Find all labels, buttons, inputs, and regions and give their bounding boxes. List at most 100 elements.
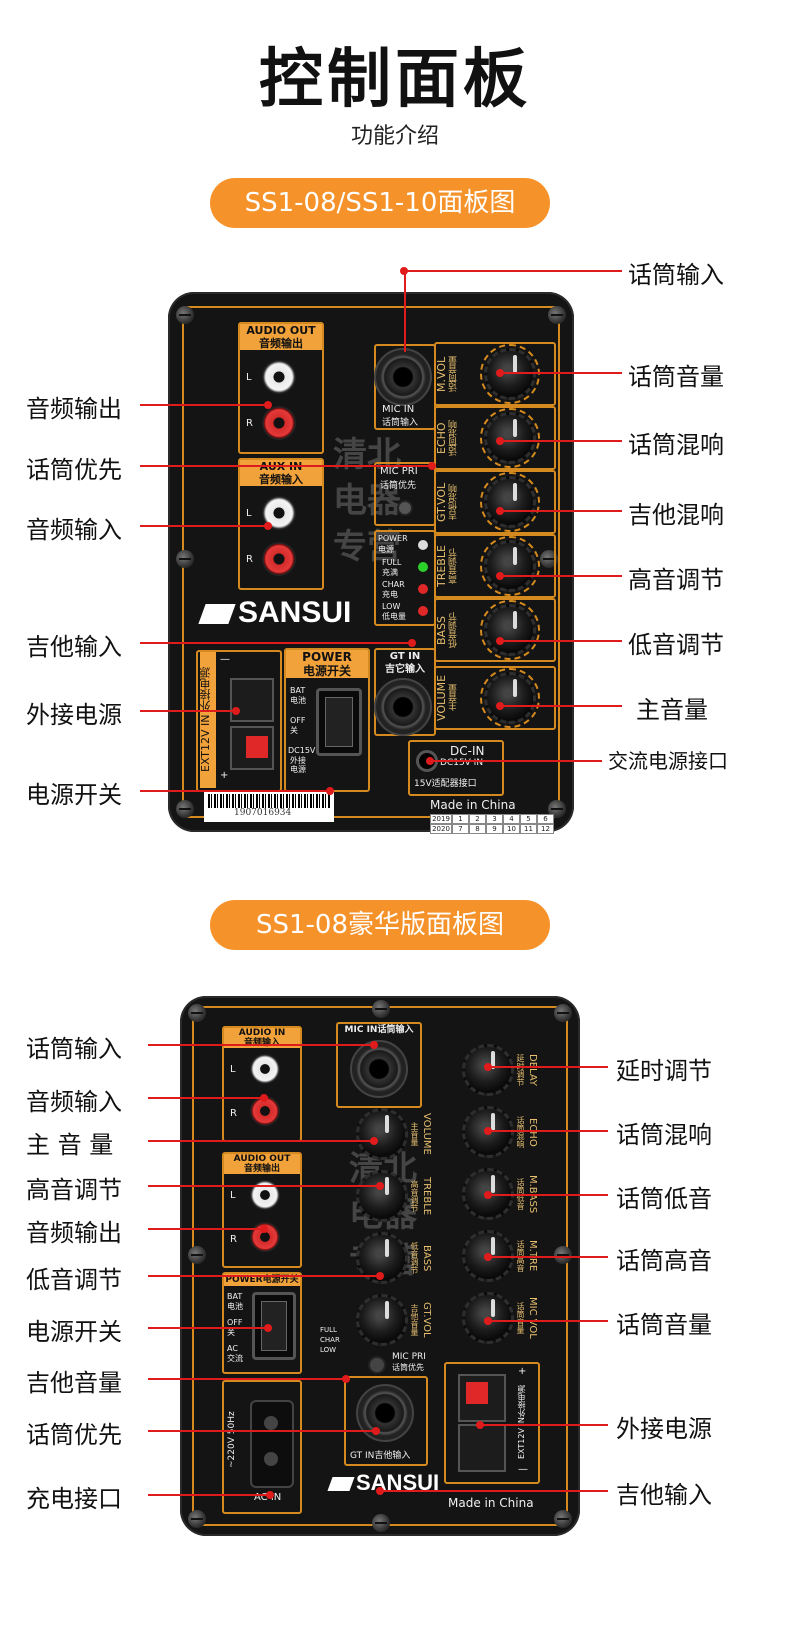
knob[interactable]: [484, 476, 536, 528]
aux-in-right-jack[interactable]: [262, 542, 296, 576]
callout-label: 话筒高音: [616, 1247, 712, 1275]
gt-in-box: GT IN吉他输入: [344, 1376, 428, 1466]
ac-in-socket[interactable]: [250, 1400, 294, 1488]
callout-label: 交流电源接口: [608, 749, 728, 773]
callout-dot: [264, 1324, 272, 1332]
knob[interactable]: [462, 1106, 514, 1158]
full-led: [418, 562, 428, 572]
callout-line: [148, 1430, 376, 1432]
minus-label: —: [220, 654, 230, 665]
knob-label-en: ECHO: [435, 422, 448, 454]
power-switch[interactable]: [252, 1292, 296, 1360]
audio-out-box: AUDIO OUT 音频输出 L R: [238, 322, 324, 454]
mic-pri-button[interactable]: [368, 1356, 386, 1374]
callout-label: 低音调节: [628, 631, 724, 659]
knob[interactable]: [356, 1108, 408, 1160]
callout-dot: [496, 572, 504, 580]
callout-dot: [370, 1041, 378, 1049]
audio-out-left-jack[interactable]: [262, 360, 296, 394]
mic-pri-label-cn: 话筒优先: [380, 481, 417, 491]
knob[interactable]: [484, 604, 536, 656]
knob[interactable]: [484, 348, 536, 400]
knob[interactable]: [356, 1170, 408, 1222]
dc-in-label: DC-IN: [450, 744, 485, 758]
right-label: R: [246, 418, 253, 429]
calendar-cell: 10: [503, 824, 520, 834]
gt-in-jack[interactable]: [356, 1384, 414, 1442]
aux-in-label-cn: 音频输入: [259, 473, 303, 486]
mic-in-jack[interactable]: [350, 1040, 408, 1098]
callout-line: [488, 1066, 608, 1068]
power-switch-box: POWER电源开关 BAT 电池 OFF 关 AC 交流: [222, 1272, 302, 1374]
plus-label: +: [518, 1366, 527, 1377]
callout-line: [140, 642, 412, 644]
ext-terminal-red[interactable]: [458, 1374, 506, 1422]
off-label: OFF: [227, 1318, 243, 1327]
callout-label: 吉他输入: [26, 633, 122, 661]
knob[interactable]: [484, 672, 536, 724]
callout-label: 音频输出: [26, 1219, 122, 1247]
callout-label: 话筒音量: [616, 1311, 712, 1339]
low-label: LOW: [320, 1346, 337, 1354]
knob-label-en: VOLUME: [421, 1113, 432, 1155]
knob-label-en: VOLUME: [435, 674, 448, 722]
screw-icon: [176, 800, 194, 818]
knob[interactable]: [484, 540, 536, 592]
callout-line: [488, 1194, 608, 1196]
knob-label-cn: 主音量: [410, 1122, 419, 1146]
callout-dot: [428, 462, 436, 470]
callout-line: [140, 790, 330, 792]
audio-in-left-jack[interactable]: [250, 1054, 280, 1084]
callout-line: [148, 1097, 264, 1099]
knob-label-cn: 高音调节: [449, 548, 459, 584]
ext-terminal-black[interactable]: [230, 678, 274, 722]
callout-line: [500, 640, 622, 642]
page-title: 控制面板: [259, 43, 531, 117]
audio-in-box: AUDIO IN 音频输入 L R: [222, 1026, 302, 1142]
knob[interactable]: [356, 1294, 408, 1346]
knob-label-cn: 话筒音量: [449, 356, 459, 392]
minus-label: —: [518, 1464, 528, 1475]
audio-out-label-cn: 音频输出: [259, 337, 303, 350]
callout-dot: [376, 1272, 384, 1280]
callout-label: 主音量: [636, 696, 708, 724]
dc-in-sub-label: DC15V IN: [440, 758, 484, 768]
ext-terminal-black[interactable]: [458, 1424, 506, 1472]
mic-pri-button[interactable]: [397, 500, 413, 516]
knob-label-en: MIC VOL: [527, 1297, 538, 1339]
callout-label: 吉他混响: [628, 501, 724, 529]
dc-in-box: DC-IN DC15V IN 15V适配器接口: [408, 740, 504, 796]
knob-label-cn: 吉他音量: [410, 1304, 419, 1336]
ext-terminal-red[interactable]: [230, 726, 274, 770]
calendar-cell: 2: [469, 814, 486, 824]
callout-line: [148, 1140, 374, 1142]
power-switch[interactable]: [316, 688, 362, 756]
screw-icon: [554, 1510, 572, 1528]
knob[interactable]: [484, 412, 536, 464]
audio-out-right-jack[interactable]: [262, 406, 296, 440]
serial-number: 1907016934: [234, 808, 292, 818]
mic-in-jack[interactable]: [374, 348, 432, 406]
ext-power-box: EXT12V IN 外接电源 — +: [196, 650, 282, 792]
full-label: FULL: [320, 1326, 337, 1334]
low-label: LOW: [382, 602, 401, 611]
callout-dot: [266, 1491, 274, 1499]
dc-in-adapter-label: 15V适配器接口: [414, 779, 477, 789]
power-switch-header: POWER 电源开关: [286, 650, 368, 678]
callout-dot: [484, 1063, 492, 1071]
off-label-cn: 关: [227, 1328, 235, 1337]
knob[interactable]: [462, 1292, 514, 1344]
left-label: L: [246, 372, 252, 383]
callout-line: [500, 372, 622, 374]
calendar-cell: 9: [486, 824, 503, 834]
callout-label: 话筒输入: [26, 1035, 122, 1063]
gt-in-jack[interactable]: [374, 678, 432, 736]
screw-icon: [540, 550, 558, 568]
